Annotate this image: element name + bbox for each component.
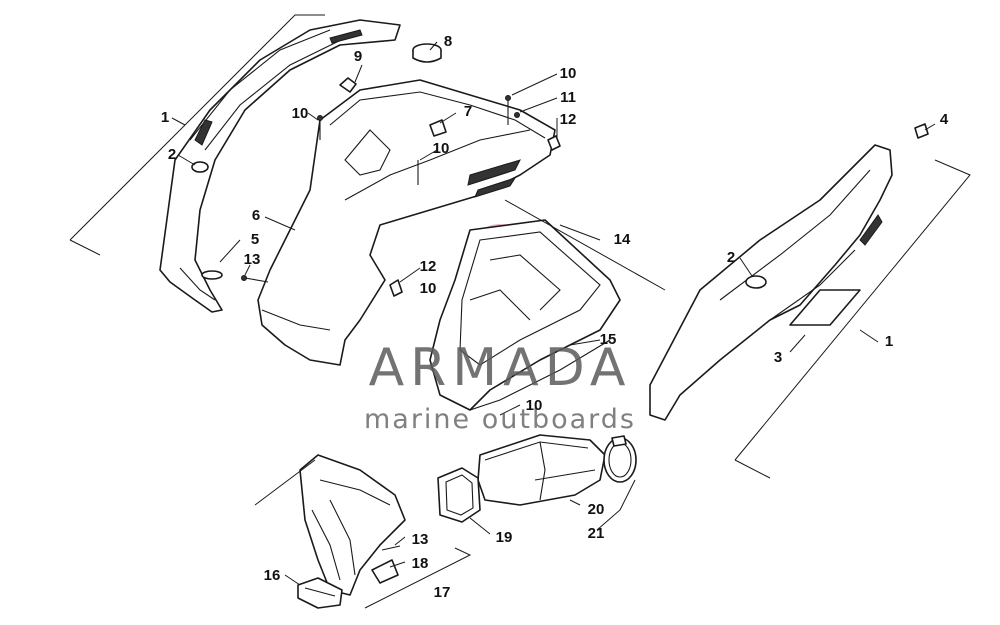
callout-17: 17 [434, 584, 451, 601]
callout-12-upper: 12 [560, 111, 577, 128]
watermark-subtitle: marine outboards [364, 404, 636, 435]
callout-10-b: 10 [433, 140, 450, 157]
callout-14: 14 [614, 231, 631, 248]
callout-19: 19 [496, 529, 513, 546]
grommet-2b [745, 275, 767, 289]
callout-16: 16 [264, 567, 281, 584]
callout-10-d: 10 [420, 280, 437, 297]
callout-2-right: 2 [727, 249, 735, 266]
duct-ring [437, 467, 481, 523]
fastener-4 [914, 123, 929, 139]
latch-16 [297, 577, 343, 609]
leader-lines [171, 41, 936, 586]
callout-5: 5 [251, 231, 259, 248]
seal-5 [201, 270, 223, 280]
callout-1-left: 1 [161, 109, 169, 126]
bracket-7 [429, 119, 447, 137]
lower-nose-assembly [299, 454, 406, 596]
callout-10-a: 10 [292, 105, 309, 122]
assembly-guides [69, 14, 971, 609]
callout-6: 6 [252, 207, 260, 224]
callout-13-upper: 13 [244, 251, 261, 268]
decal-18 [371, 559, 399, 584]
callout-labels: 1 2 5 13 6 10 9 8 7 10 10 11 12 4 14 12 … [161, 33, 949, 601]
clip-9 [339, 77, 357, 93]
callout-4: 4 [940, 111, 949, 128]
callout-18: 18 [412, 555, 429, 572]
air-duct [477, 434, 606, 506]
clip-12b [389, 279, 403, 297]
callout-7: 7 [464, 103, 472, 120]
hose-clamp [603, 435, 637, 483]
callout-11: 11 [560, 89, 576, 106]
callout-1-right: 1 [885, 333, 893, 350]
watermark-title: ARMADA [369, 338, 632, 398]
callout-21: 21 [588, 525, 605, 542]
callout-12-lower: 12 [420, 258, 437, 275]
callout-3: 3 [774, 349, 782, 366]
callout-20: 20 [588, 501, 605, 518]
callout-2-left: 2 [168, 146, 176, 163]
screws [241, 95, 520, 551]
callout-13-lower: 13 [412, 531, 429, 548]
decal-3 [789, 289, 861, 326]
storage-tray [429, 219, 621, 411]
callout-9: 9 [354, 48, 362, 65]
front-hood [257, 79, 556, 366]
filler-cap [412, 43, 442, 63]
grommet-2a [191, 161, 209, 173]
callout-10-c: 10 [560, 65, 577, 82]
callout-8: 8 [444, 33, 452, 50]
right-side-panel [649, 144, 893, 421]
callout-15: 15 [600, 331, 617, 348]
clip-12a [547, 135, 561, 151]
callout-10-e: 10 [526, 397, 543, 414]
